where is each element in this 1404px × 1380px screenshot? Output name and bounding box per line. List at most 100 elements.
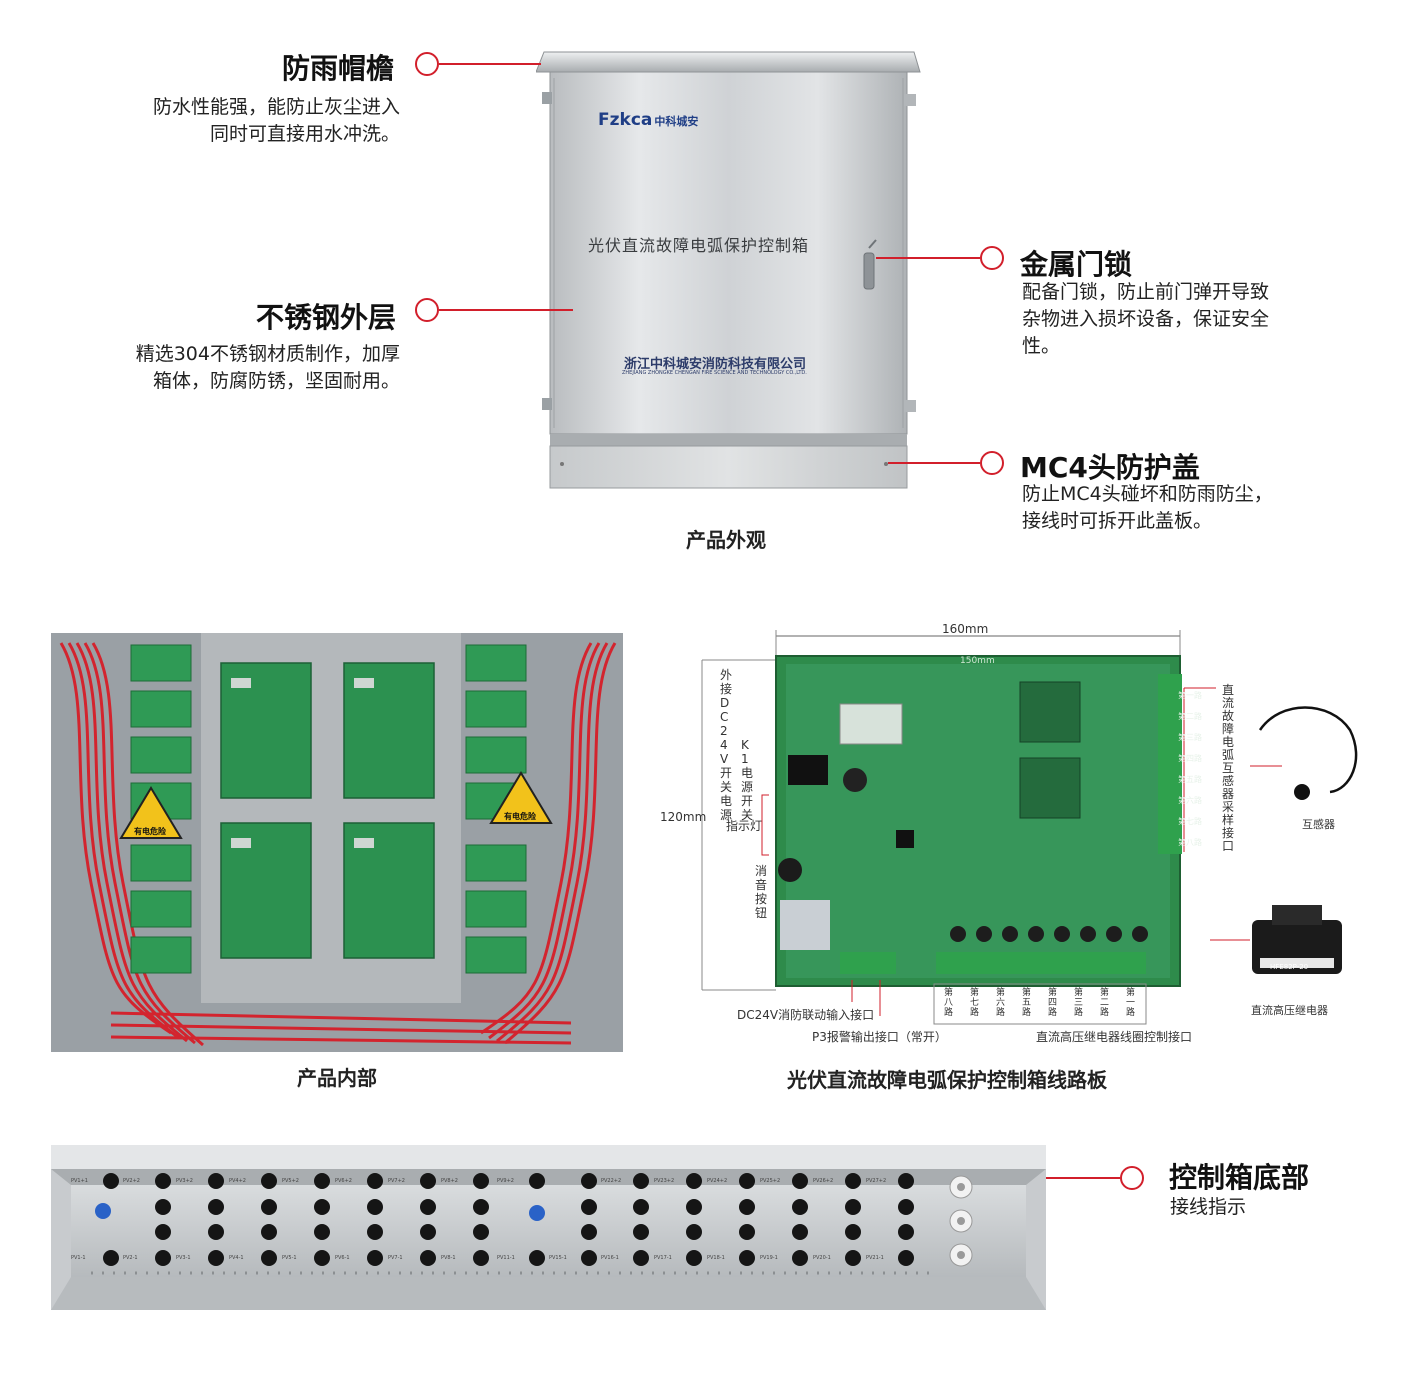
- pv-label: PV2-1: [123, 1255, 138, 1261]
- callout-door-lock-desc: 配备门锁，防止前门弹开导致 杂物进入损坏设备，保证安全 性。: [1022, 279, 1269, 360]
- channel-label: 第二路: [1100, 988, 1110, 1018]
- callout-marker: [980, 451, 1004, 475]
- board-bottom-channel-list: 第八路 第七路 第六路 第五路 第四路 第三路 第二路 第一路: [940, 988, 1152, 1024]
- callout-marker: [980, 246, 1004, 270]
- logo-cn: 中科城安: [654, 115, 699, 128]
- callout-line: [439, 63, 541, 65]
- board-left-label-mute: 消音按钮: [755, 864, 768, 920]
- callout-line: [876, 257, 980, 259]
- desc-line: 接线时可拆开此盖板。: [1022, 510, 1213, 532]
- channel-label: 第八路: [1178, 838, 1202, 847]
- callout-bottom-desc: 接线指示: [1170, 1196, 1247, 1218]
- relay-label: 直流高压继电器: [1251, 1004, 1328, 1017]
- logo-brand: Fzkca: [598, 110, 653, 130]
- desc-line: 性。: [1022, 335, 1061, 357]
- callout-door-lock-title: 金属门锁: [1020, 248, 1133, 281]
- board-left-label-ext-power: 外接DC24V开关电源: [720, 668, 733, 822]
- pv-label: PV26+2: [813, 1178, 834, 1184]
- cabinet-company-en: ZHEJIANG ZHONGKE CHENGAN FIRE SCIENCE AN…: [622, 370, 807, 376]
- bottom-panel-photo: [51, 1145, 1046, 1310]
- desc-line: 配备门锁，防止前门弹开导致: [1022, 281, 1270, 303]
- interior-photo: [51, 633, 623, 1052]
- pv-label: PV20-1: [813, 1255, 831, 1261]
- callout-line: [1046, 1177, 1120, 1179]
- board-right-label: 直流故障电弧互感器采样接口: [1222, 683, 1235, 853]
- pv-label-row-bottom: PV1-1 PV2-1 PV3-1 PV4-1 PV5-1 PV6-1 PV7-…: [51, 1255, 1046, 1265]
- cabinet-photo: [535, 48, 921, 490]
- board-width-label: 160mm: [942, 622, 989, 636]
- pv-label: PV5+2: [282, 1178, 299, 1184]
- relay-model: HFE82P-20: [1270, 963, 1309, 971]
- channel-label: 第二路: [1178, 712, 1202, 721]
- channel-label: 第五路: [1178, 775, 1202, 784]
- pv-label: PV18-1: [707, 1255, 725, 1261]
- board-diagram: [650, 620, 1370, 1050]
- callout-mc4-title: MC4头防护盖: [1020, 451, 1200, 484]
- pv-label: PV16-1: [601, 1255, 619, 1261]
- pv-label: PV5-1: [282, 1255, 297, 1261]
- callout-mc4-desc: 防止MC4头碰坏和防雨防尘， 接线时可拆开此盖板。: [1022, 481, 1273, 535]
- board-inner-width-label: 150mm: [960, 656, 995, 666]
- board-channel-list: 第一路 第二路 第三路 第四路 第五路 第六路 第七路 第八路: [1178, 690, 1210, 858]
- desc-line: 精选304不锈钢材质制作，加厚: [135, 343, 400, 365]
- caption-circuit-board: 光伏直流故障电弧保护控制箱线路板: [787, 1068, 1107, 1092]
- channel-label: 第五路: [1022, 988, 1032, 1018]
- pv-label: PV2+2: [123, 1178, 140, 1184]
- pv-label: PV9+2: [497, 1178, 514, 1184]
- pv-label: PV1-1: [71, 1255, 86, 1261]
- channel-label: 第三路: [1178, 733, 1202, 742]
- warning-label: 有电危险: [504, 812, 536, 821]
- caption-interior: 产品内部: [297, 1066, 377, 1090]
- board-label-p3: P3报警输出接口（常开）: [812, 1030, 947, 1044]
- board-left-label-k1: K1电源开关: [741, 738, 754, 822]
- pv-label: PV25+2: [760, 1178, 781, 1184]
- transformer-label: 互感器: [1302, 818, 1335, 831]
- channel-label: 第四路: [1048, 988, 1058, 1018]
- channel-label: 第八路: [944, 988, 954, 1018]
- desc-line: 同时可直接用水冲洗。: [209, 123, 400, 145]
- callout-line: [888, 462, 980, 464]
- pv-label: PV7+2: [388, 1178, 405, 1184]
- pv-label: PV17-1: [654, 1255, 672, 1261]
- pv-label: PV15-1: [549, 1255, 567, 1261]
- channel-label: 第三路: [1074, 988, 1084, 1018]
- callout-rain-hood-desc: 防水性能强，能防止灰尘进入 同时可直接用水冲洗。: [153, 94, 400, 148]
- cabinet-product-name: 光伏直流故障电弧保护控制箱: [588, 236, 810, 255]
- board-left-label-indicator: 指示灯: [726, 819, 763, 833]
- desc-line: 防水性能强，能防止灰尘进入: [152, 96, 400, 118]
- channel-label: 第一路: [1126, 988, 1136, 1018]
- board-height-label: 120mm: [660, 810, 707, 824]
- callout-bottom-title: 控制箱底部: [1169, 1161, 1310, 1194]
- callout-marker: [1120, 1166, 1144, 1190]
- pv-label: PV3-1: [176, 1255, 191, 1261]
- warning-label: 有电危险: [134, 827, 166, 836]
- pv-label: PV23+2: [654, 1178, 675, 1184]
- pv-label: PV3+2: [176, 1178, 193, 1184]
- pv-label: PV6-1: [335, 1255, 350, 1261]
- channel-label: 第一路: [1178, 691, 1202, 700]
- pv-label: PV4+2: [229, 1178, 246, 1184]
- callout-marker: [415, 298, 439, 322]
- caption-appearance: 产品外观: [686, 528, 766, 552]
- pv-label: PV21-1: [866, 1255, 884, 1261]
- pv-label-row-top: PV1+1 PV2+2 PV3+2 PV4+2 PV5+2 PV6+2 PV7+…: [51, 1178, 1046, 1188]
- pv-label: PV27+2: [866, 1178, 887, 1184]
- callout-marker: [415, 52, 439, 76]
- cabinet-company-cn: 浙江中科城安消防科技有限公司: [624, 357, 807, 372]
- channel-label: 第七路: [970, 988, 980, 1018]
- pv-label: PV19-1: [760, 1255, 778, 1261]
- channel-label: 第六路: [996, 988, 1006, 1018]
- board-label-relay-ctrl: 直流高压继电器线圈控制接口: [1036, 1030, 1193, 1044]
- pv-label: PV4-1: [229, 1255, 244, 1261]
- pv-label: PV8+2: [441, 1178, 458, 1184]
- callout-line: [439, 309, 573, 311]
- channel-label: 第四路: [1178, 754, 1202, 763]
- board-label-fire-link: DC24V消防联动输入接口: [737, 1008, 875, 1022]
- pv-label: PV22+2: [601, 1178, 622, 1184]
- pv-label: PV1+1: [71, 1178, 88, 1184]
- pv-label: PV8-1: [441, 1255, 456, 1261]
- pv-label: PV7-1: [388, 1255, 403, 1261]
- desc-line: 杂物进入损坏设备，保证安全: [1022, 308, 1270, 330]
- pv-label: PV24+2: [707, 1178, 728, 1184]
- desc-line: 箱体，防腐防锈，坚固耐用。: [152, 370, 400, 392]
